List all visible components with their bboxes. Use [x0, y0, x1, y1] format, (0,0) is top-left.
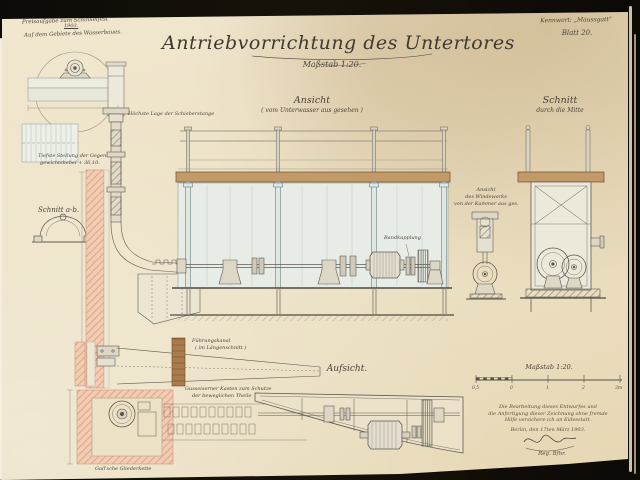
- winch-view-label-line2: des Windewerks: [465, 194, 507, 200]
- scale-bar-label: Maßstab 1:20.: [525, 363, 573, 371]
- affidavit-line3: Hilfe versichere ich an Eidesstatt.: [504, 417, 592, 423]
- plan-view-label: Aufsicht.: [326, 364, 368, 374]
- chain-note: Gall'sche Gliederkette: [95, 466, 152, 472]
- affidavit-line1: Die Bearbeitung dieses Entwurfes und: [499, 404, 597, 410]
- guide-channel-note-line1: Führungskanal: [192, 338, 231, 344]
- section-view-label: Schnitt: [542, 95, 578, 106]
- scale-tick-label: 0,5: [472, 385, 479, 391]
- drawing-sheet: 0,5 0 1 2 3m Preisaufgabe zum Schinkelfe…: [2, 12, 628, 480]
- scale-tick-label: 2: [581, 385, 585, 391]
- winch-view-label-line3: von der Kammer aus ges.: [454, 201, 519, 207]
- winch-view-label-line1: Ansicht: [476, 187, 496, 193]
- page-stack-edge: [629, 6, 632, 472]
- drawing-linework: 0,5 0 1 2 3m: [21, 51, 622, 465]
- coupling-note: Bandkupplung: [384, 235, 421, 241]
- competition-note-year: 1903.: [64, 23, 79, 29]
- scale-bar: 0,5 0 1 2 3m: [472, 375, 622, 391]
- elevation-view-label: Ansicht: [293, 95, 331, 106]
- top-left-plan-view: [27, 51, 127, 133]
- protective-box-note-line1: Gusseiserner Kasten zum Schutze: [185, 386, 272, 392]
- highest-position-note: Höchste Lage der Schieberstange: [128, 111, 215, 117]
- plan-view: [67, 389, 464, 465]
- section-ab-label: Schnitt a-b.: [38, 206, 80, 214]
- section-ab-drawing: [32, 213, 94, 243]
- sheet-title: Antriebvorrichtung des Untertores: [162, 32, 515, 54]
- affidavit-block: Die Bearbeitung dieses Entwurfes und die…: [480, 404, 616, 424]
- center-section-view: [517, 125, 606, 312]
- timber-detail: [21, 123, 79, 163]
- protective-box-note-line2: der beweglichen Theile: [192, 392, 252, 399]
- lowest-position-note-line2: gewichtshebel + 36,10.: [40, 159, 100, 166]
- title-flourish: [251, 53, 433, 66]
- guide-channel-note-line2: ( im Längenschnitt ): [195, 344, 247, 351]
- sheet-scale: Maßstab 1:20.: [302, 60, 362, 69]
- under-sheet-sliver: [0, 38, 2, 480]
- elevation-view-sublabel: ( vom Unterwasser aus gesehen ): [261, 107, 363, 114]
- section-view-sublabel: durch die Mitte: [536, 107, 584, 114]
- main-elevation-view: [170, 126, 454, 321]
- signer-title: Reg. Bfhr.: [538, 451, 566, 457]
- scale-tick-label: 0: [510, 385, 513, 391]
- signature-flourish: [523, 434, 577, 452]
- page-stack-edge: [634, 34, 636, 474]
- affidavit-line2: die Anfertigung dieser Zeichnung ohne fr…: [488, 410, 608, 417]
- winch-detail-view: [466, 211, 506, 300]
- scale-tick-label: 3m: [615, 385, 622, 391]
- sheet-number: Blatt 20.: [561, 29, 593, 37]
- scale-tick-label: 1: [546, 385, 549, 391]
- affidavit-date: Berlin, den 17ten März 1903.: [510, 427, 586, 433]
- lowest-position-note-line1: Tiefste Stellung der Gegen-: [38, 153, 108, 159]
- guide-channel-section: [74, 337, 321, 387]
